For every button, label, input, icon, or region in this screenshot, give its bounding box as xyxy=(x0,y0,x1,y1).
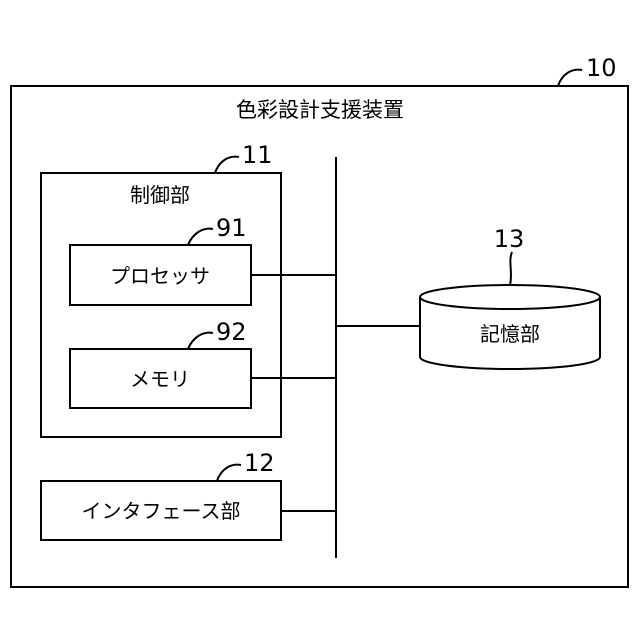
control-unit-block: 制御部 11 プロセッサ 91 メモリ 92 xyxy=(41,141,281,437)
interface-unit-ref-leader xyxy=(217,465,241,481)
device-ref-leader xyxy=(558,70,582,86)
control-unit-ref-number: 11 xyxy=(242,141,273,169)
control-unit-ref-leader xyxy=(215,157,239,173)
storage-unit-label: 記憶部 xyxy=(480,322,540,346)
device-title: 色彩設計支援装置 xyxy=(236,98,404,122)
storage-cylinder-top xyxy=(420,285,600,309)
memory-ref-number: 92 xyxy=(216,318,247,346)
storage-unit-ref-leader xyxy=(510,252,512,285)
control-unit-title: 制御部 xyxy=(130,183,190,207)
interface-unit-ref-number: 12 xyxy=(244,449,275,477)
processor-label: プロセッサ xyxy=(110,264,210,288)
storage-unit-ref-number: 13 xyxy=(494,225,525,253)
memory-label: メモリ xyxy=(130,367,190,391)
device-ref-number: 10 xyxy=(586,54,617,82)
processor-ref-leader xyxy=(188,229,213,245)
memory-ref-leader xyxy=(188,333,213,349)
memory-block: メモリ 92 xyxy=(70,318,251,408)
processor-block: プロセッサ 91 xyxy=(70,214,251,305)
storage-unit-block: 記憶部 13 xyxy=(420,225,600,369)
processor-ref-number: 91 xyxy=(216,214,247,242)
interface-unit-label: インタフェース部 xyxy=(82,499,241,523)
interface-unit-block: インタフェース部 12 xyxy=(41,449,281,540)
